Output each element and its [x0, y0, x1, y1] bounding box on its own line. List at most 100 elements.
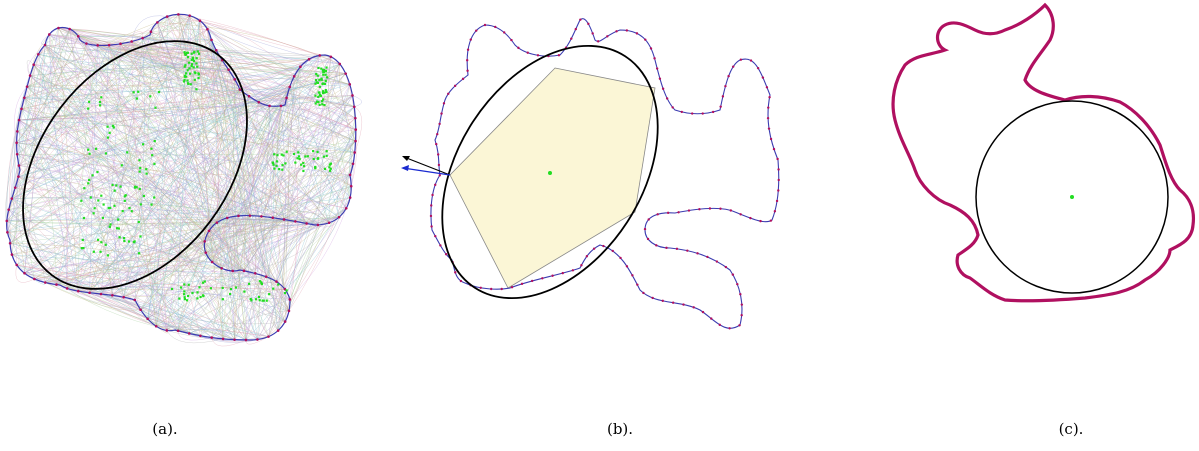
chord-line	[157, 22, 218, 223]
vertex-dot	[776, 157, 779, 161]
chord-line	[150, 31, 206, 253]
vertex-dot	[199, 334, 202, 338]
medial-point	[184, 53, 187, 56]
chord-line	[177, 105, 270, 331]
medial-point	[322, 70, 326, 73]
chord-line	[58, 27, 295, 77]
medial-point	[273, 167, 276, 170]
chord-line	[33, 56, 223, 65]
medial-point	[257, 295, 261, 299]
vertex-dot	[661, 87, 665, 90]
vertex-dot	[256, 338, 259, 341]
chord-line	[6, 220, 247, 341]
vertex-dot	[139, 308, 142, 311]
vertex-dot	[215, 221, 219, 224]
vertex-dot	[536, 54, 540, 57]
medial-point	[322, 68, 326, 72]
medial-point	[100, 241, 103, 244]
vertex-dot	[475, 29, 478, 32]
chord-line	[226, 217, 247, 341]
medial-point	[100, 96, 103, 99]
chord-line	[17, 131, 258, 340]
chord-line	[16, 264, 285, 290]
chord-line	[100, 293, 269, 337]
vertex-dot	[96, 44, 99, 47]
vertex-dot	[749, 216, 752, 220]
vertex-dot	[655, 244, 658, 247]
medial-point	[324, 73, 327, 76]
vertex-dot	[611, 249, 614, 253]
vertex-dot	[17, 175, 20, 178]
medial-point	[278, 168, 281, 171]
chord-line	[276, 186, 352, 282]
vertex-dot	[636, 283, 639, 286]
medial-point	[321, 82, 324, 86]
chord-line	[268, 84, 350, 337]
chord-line	[120, 31, 144, 45]
vertex-dot	[454, 271, 457, 274]
medial-point	[324, 69, 328, 73]
medial-point	[312, 150, 315, 153]
medial-point	[115, 227, 119, 230]
chord-line	[234, 56, 331, 80]
vertex-dot	[442, 102, 446, 105]
medial-point	[108, 225, 111, 228]
vertex-dot	[466, 69, 469, 72]
chord-line	[288, 224, 319, 311]
medial-point	[315, 72, 318, 76]
vertex-dot	[68, 27, 71, 31]
vertex-dot	[656, 213, 659, 216]
vertex-dot	[775, 199, 779, 203]
medial-point	[138, 170, 141, 173]
chord-line	[205, 223, 307, 253]
vertex-dot	[33, 277, 36, 281]
medial-point	[260, 282, 263, 285]
medial-point	[325, 154, 328, 157]
medial-point	[133, 240, 136, 243]
chord-line	[178, 14, 279, 331]
vertex-dot	[338, 62, 342, 66]
vertex-dot	[721, 95, 725, 98]
medial-point	[303, 165, 306, 168]
vertex-dot	[494, 25, 497, 29]
vertex-dot	[625, 265, 629, 268]
medial-point	[183, 296, 186, 299]
chord-line	[108, 45, 168, 331]
medial-point	[302, 169, 305, 173]
vertex-dot	[99, 292, 103, 296]
vertex-dot	[28, 74, 32, 77]
vertex-dot	[207, 229, 211, 233]
medial-point	[316, 74, 319, 77]
chord-line	[78, 79, 235, 292]
chord-line	[147, 318, 269, 337]
medial-point	[329, 169, 332, 172]
arrow-black-head	[402, 156, 410, 161]
chord-line	[18, 119, 290, 300]
medial-point	[87, 148, 90, 151]
vertex-dot	[768, 96, 771, 99]
vertex-dot	[647, 218, 650, 221]
vertex-dot	[141, 36, 144, 40]
chord-line	[24, 50, 217, 274]
vertex-dot	[88, 291, 91, 295]
medial-point	[186, 55, 190, 59]
chord-line	[26, 60, 34, 76]
chord-line	[228, 69, 347, 209]
medial-point	[304, 155, 307, 158]
chord-line	[276, 84, 350, 282]
medial-point	[329, 167, 332, 170]
medial-point	[142, 194, 146, 198]
vertex-dot	[658, 77, 662, 80]
vertex-dot	[76, 35, 80, 38]
chord-line	[16, 76, 295, 266]
chord-line	[166, 224, 319, 331]
chord-line	[49, 34, 79, 45]
medial-point	[121, 209, 124, 213]
medial-point	[88, 152, 91, 155]
medial-point	[98, 104, 102, 107]
medial-point	[195, 57, 198, 60]
vertex-dot	[724, 84, 727, 88]
vertex-dot	[551, 274, 554, 277]
chord-line	[16, 86, 290, 266]
vertex-dot	[279, 104, 283, 108]
